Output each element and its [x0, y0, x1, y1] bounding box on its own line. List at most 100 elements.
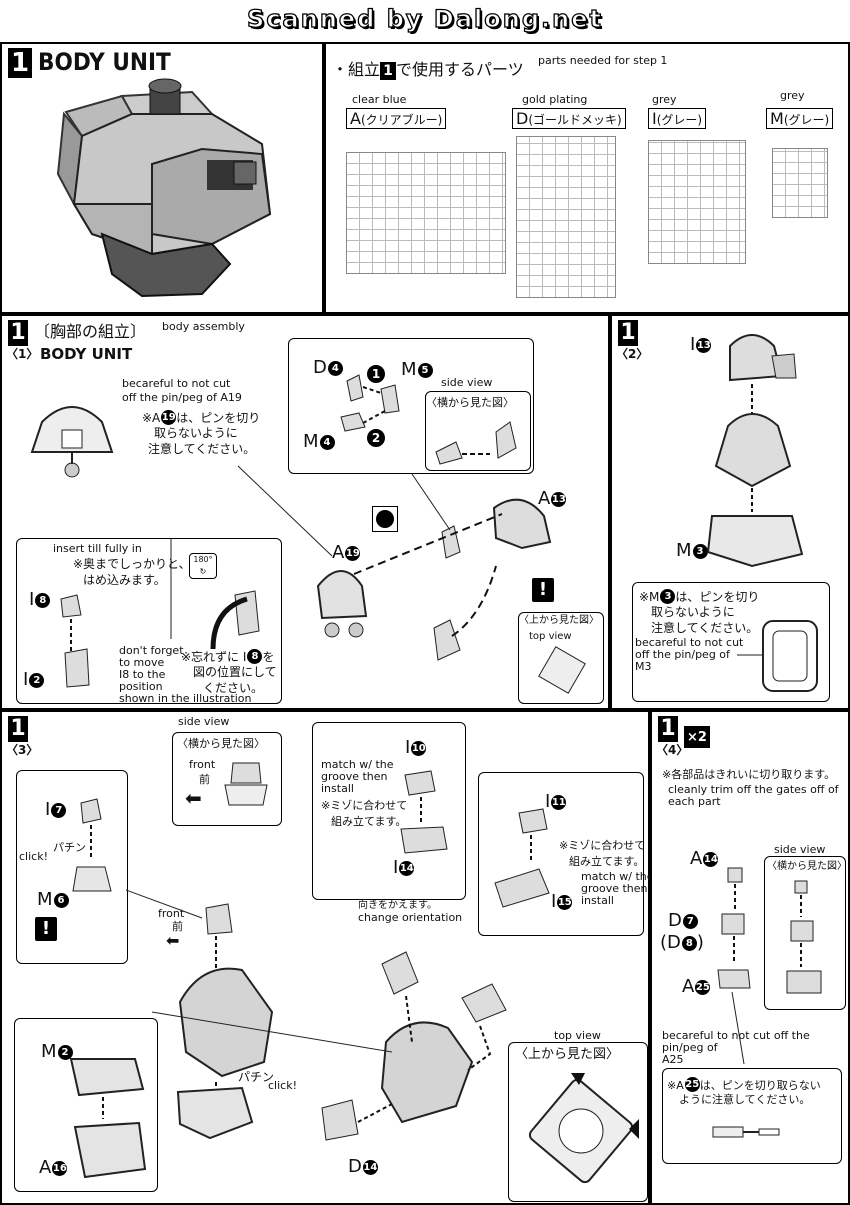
i10-i14-figure: [400, 770, 448, 854]
sub4-subnum: 〈4〉: [656, 743, 689, 757]
sub3-subnum: 〈3〉: [6, 743, 39, 757]
sub4-side-view-jp: 〈横から見た図〉: [767, 861, 847, 872]
click-label-1: click!: [19, 850, 48, 863]
front-jp-2: 前: [172, 920, 183, 933]
top-view-en: top view: [529, 631, 572, 642]
sub1-step-number: 1: [8, 320, 28, 346]
sub1-title-en: body assembly: [162, 320, 245, 333]
front-arrow-1: ⬅: [185, 786, 202, 810]
match-en1-1: match w/ the: [321, 758, 394, 771]
seat-parts-figure: [340, 374, 400, 432]
sub1-subnum: 〈1〉: [6, 347, 39, 361]
a19-note-en-1: becareful to not cut: [122, 377, 231, 390]
runner-d-label: D(ゴールドメッキ): [512, 108, 626, 129]
pachin-label-1: パチン: [53, 841, 86, 854]
runner-m-label: M(グレー): [766, 108, 834, 129]
click-label-2: click!: [268, 1079, 297, 1092]
forget-note-jp-3: ください。: [203, 681, 264, 695]
sub3-top-view-box: 〈上から見た図〉: [508, 1042, 648, 1202]
seat-side-view-en: side view: [441, 376, 493, 389]
rotate-180-icon: 180°↻: [189, 553, 217, 579]
dont-forget-3: I8 to the: [119, 668, 166, 681]
pachin-label-2: パチン: [238, 1070, 275, 1084]
sub2-subnum: 〈2〉: [616, 347, 649, 361]
a19-detail-illustration: [30, 406, 114, 478]
sub4-figure: [717, 867, 751, 1065]
step1-header-panel: 1 BODY UNIT: [0, 42, 324, 314]
runner-i-en: grey: [652, 93, 677, 106]
seat-side-view-figure: [435, 421, 517, 465]
sub3-side-view-jp: 〈横から見た図〉: [177, 737, 265, 750]
orient-en: change orientation: [358, 911, 463, 924]
runner-i-label: I(グレー): [648, 108, 707, 129]
sub3-side-view-en: side view: [178, 715, 230, 728]
trim-note-en-1: cleanly trim off the gates off of: [668, 783, 839, 796]
trim-note-jp: ※各部品はきれいに切り取ります。: [662, 768, 836, 781]
match-jp1-1: ※ミゾに合わせて: [321, 799, 408, 812]
match-jp2-2: 組み立てます。: [569, 855, 645, 868]
body-unit-illustration: [56, 78, 272, 298]
sub3-top-view-en: top view: [554, 1029, 601, 1042]
sub4-side-view-figure: [786, 880, 822, 994]
match-jp2-1: ※ミゾに合わせて: [559, 839, 646, 852]
runner-a-en: clear blue: [352, 93, 407, 106]
top-view-figure: [538, 646, 586, 694]
m3-note-en-2: off the pin/peg of: [635, 648, 730, 661]
sub1-unit: BODY UNIT: [40, 345, 133, 363]
sub3-step-number: 1: [8, 716, 28, 742]
main-assembly-figure: [237, 465, 552, 661]
sub1-title-jp: 〔胸部の組立〕: [34, 322, 147, 341]
a19-note-jp-3: 注意してください。: [148, 442, 256, 456]
top-view-inset: 〈上から見た図〉 top view: [518, 612, 604, 704]
m3-note-jp-3: 注意してください。: [651, 621, 759, 635]
runner-d-en: gold plating: [522, 93, 588, 106]
step-marker-2: 2: [367, 429, 385, 447]
runner-m-image: [772, 148, 828, 218]
sub3-top-view-figure: [528, 1073, 639, 1184]
front-jp-1: 前: [199, 773, 210, 786]
insert-note-jp-2: はめ込みます。: [83, 573, 166, 587]
caution-icon-2: !: [35, 917, 57, 941]
step-title: BODY UNIT: [38, 48, 171, 76]
front-arrow-2: ⬅: [166, 931, 180, 950]
parts-heading-en: parts needed for step 1: [538, 54, 668, 67]
runner-a-label: A(クリアブルー): [346, 108, 447, 129]
seat-side-view-box: 〈横から見た図〉: [425, 391, 531, 471]
step-marker-1: 1: [367, 365, 385, 383]
i11-i15-figure: [494, 808, 550, 908]
match-en2-3: install: [581, 894, 614, 907]
sub3-top-view-jp: 〈上から見た図〉: [515, 1047, 620, 1062]
a19-note-jp-2: 取らないように: [154, 426, 238, 440]
orient-jp: 向きをかえます。: [358, 900, 437, 911]
care-jp-2: ように注意してください。: [679, 1093, 811, 1106]
m3-detail-figure: [737, 620, 818, 692]
step-number: 1: [8, 48, 32, 78]
dont-forget-2: to move: [119, 656, 165, 669]
a19-note-en-2: off the pin/peg of A19: [122, 391, 242, 404]
insert-figure: [60, 539, 260, 688]
banner-text: Scanned by Dalong.net: [246, 4, 603, 33]
